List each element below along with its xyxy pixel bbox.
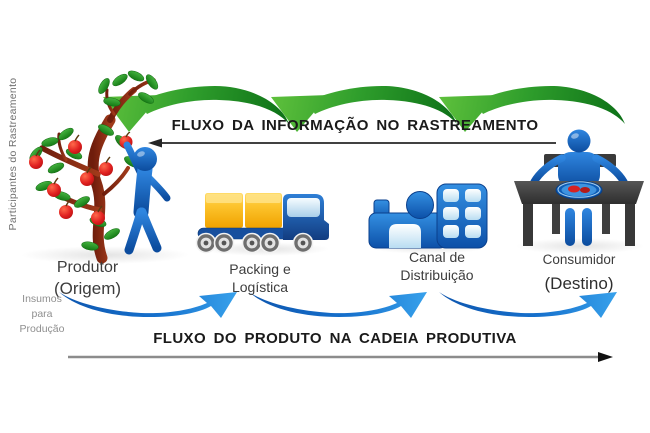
truck-wheels bbox=[195, 232, 314, 254]
consumidor-label-line2: (Destino) bbox=[544, 274, 614, 293]
person-body bbox=[123, 141, 171, 255]
packing-label: Packing e Logística bbox=[200, 260, 320, 296]
right-arrowhead-icon bbox=[598, 352, 613, 362]
person-head bbox=[133, 147, 157, 171]
info-arc-3 bbox=[439, 86, 625, 132]
product-arrow-1 bbox=[59, 292, 237, 318]
product-flow-title: FLUXO DO PRODUTO NA CADEIA PRODUTIVA bbox=[153, 330, 517, 347]
person-at-table-icon bbox=[514, 129, 644, 246]
chair-leg bbox=[552, 182, 560, 234]
consumer-body bbox=[530, 129, 628, 188]
truck-icon bbox=[195, 193, 329, 254]
factory-door bbox=[389, 224, 421, 248]
tree-apples bbox=[29, 134, 113, 225]
green-arc-arrows-icon bbox=[103, 86, 625, 132]
consumer-leg bbox=[565, 208, 575, 246]
table-shadow bbox=[515, 238, 645, 254]
product-arrow-3 bbox=[439, 292, 617, 318]
left-arrowhead-icon bbox=[148, 138, 162, 148]
cab-window bbox=[287, 198, 320, 217]
produtor-label-line2: (Origem) bbox=[53, 279, 122, 298]
product-arrow-2 bbox=[249, 292, 427, 318]
consumer-head bbox=[567, 129, 591, 153]
farmer-person-icon bbox=[119, 132, 171, 255]
consumer-leg bbox=[582, 208, 592, 246]
consumidor-label: Consumidor (Destino) bbox=[518, 251, 640, 293]
packing-label-line1: Packing e bbox=[229, 261, 291, 277]
food-plate bbox=[555, 180, 603, 200]
info-flow-line bbox=[148, 138, 556, 148]
inputs-note-line2: para bbox=[31, 308, 53, 320]
factory-windows bbox=[443, 189, 481, 238]
blue-swoosh-arrows-icon bbox=[59, 292, 617, 318]
inputs-note: Insumos para Produção bbox=[4, 292, 80, 337]
produtor-label-line1: Produtor bbox=[56, 259, 119, 276]
factory-icon bbox=[368, 183, 488, 249]
consumidor-label-line1: Consumidor bbox=[542, 252, 616, 267]
tree-leaves bbox=[29, 70, 159, 251]
table-leg bbox=[625, 204, 635, 246]
factory-tank bbox=[406, 191, 434, 219]
canal-label-line2: Distribuição bbox=[400, 267, 474, 283]
inputs-note-line3: Produção bbox=[19, 323, 65, 335]
chair-leg bbox=[602, 182, 610, 234]
inputs-note-line1: Insumos bbox=[22, 293, 62, 305]
apple-tree-icon bbox=[29, 70, 159, 264]
canal-label: Canal de Distribuição bbox=[377, 248, 497, 284]
packing-label-line2: Logística bbox=[231, 279, 289, 295]
product-flow-line bbox=[68, 352, 613, 362]
info-arc-2 bbox=[271, 86, 457, 132]
produtor-label: Produtor (Origem) bbox=[25, 259, 150, 298]
table-leg bbox=[523, 204, 533, 246]
info-flow-title: FLUXO DA INFORMAÇÃO NO RASTREAMENTO bbox=[171, 117, 539, 134]
canal-label-line1: Canal de bbox=[408, 249, 466, 265]
